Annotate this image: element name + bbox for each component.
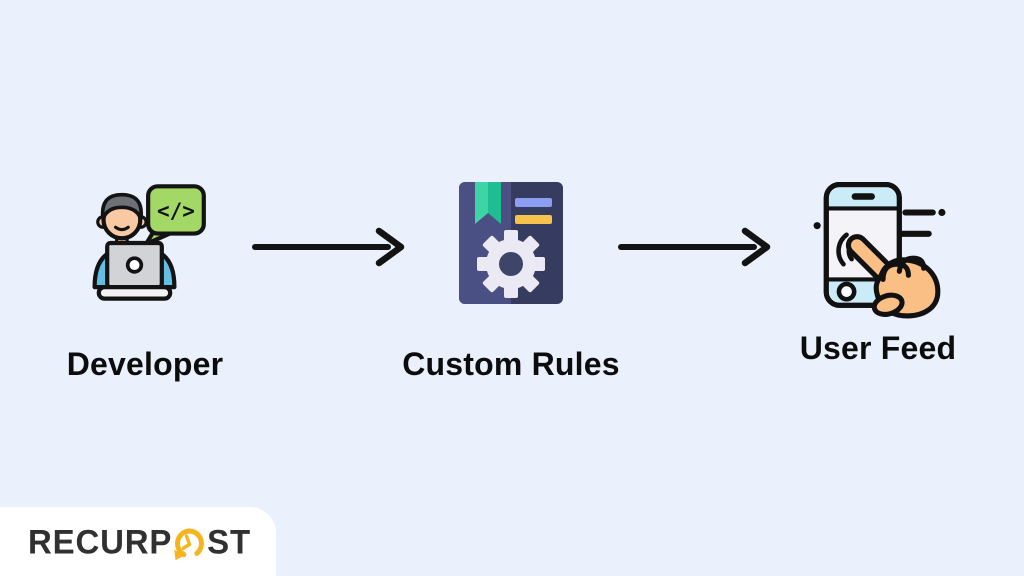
logo-text-before: RECURP	[28, 521, 173, 561]
developer-coding-icon-svg: </>	[92, 184, 206, 301]
node-user-feed: User Feed	[728, 178, 1024, 367]
logo-text-after: ST	[207, 521, 251, 561]
node-label-user-feed: User Feed	[799, 330, 957, 366]
arrow-rules-to-feed	[618, 227, 771, 267]
rulebook-gear-icon-svg	[459, 182, 563, 304]
phone-tap-icon	[810, 178, 946, 319]
clock-recycle-icon	[174, 527, 205, 560]
node-label-custom-rules: Custom Rules	[402, 346, 620, 382]
node-developer: </> Developer	[0, 184, 295, 383]
developer-coding-icon: </>	[82, 184, 208, 324]
rulebook-gear-icon	[459, 181, 563, 321]
recurpost-logo: RECURP ST	[28, 522, 251, 562]
code-glyph: </>	[157, 199, 195, 223]
arrow-developer-to-rules	[252, 227, 405, 267]
recurpost-logo-card: RECURP ST	[0, 507, 276, 576]
node-custom-rules: Custom Rules	[361, 181, 661, 383]
phone-tap-icon-svg	[813, 182, 946, 319]
node-label-developer: Developer	[66, 346, 224, 382]
